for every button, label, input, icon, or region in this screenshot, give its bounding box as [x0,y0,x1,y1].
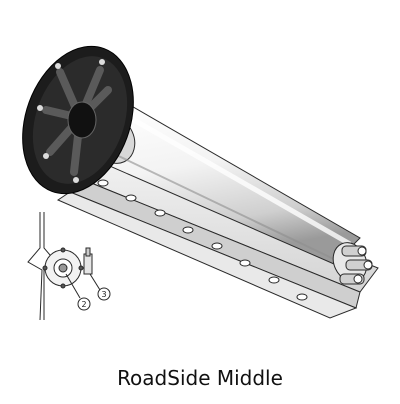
callout-2-label: 2 [81,300,86,309]
callout-3-label: 3 [101,290,106,299]
bracket-holes [97,179,308,301]
mounting-bracket [56,157,379,319]
detail-view [27,212,111,321]
end-cap-hardware [332,242,373,285]
product-caption: RoadSide Middle [117,366,283,390]
drive-gear-disc [22,45,134,195]
